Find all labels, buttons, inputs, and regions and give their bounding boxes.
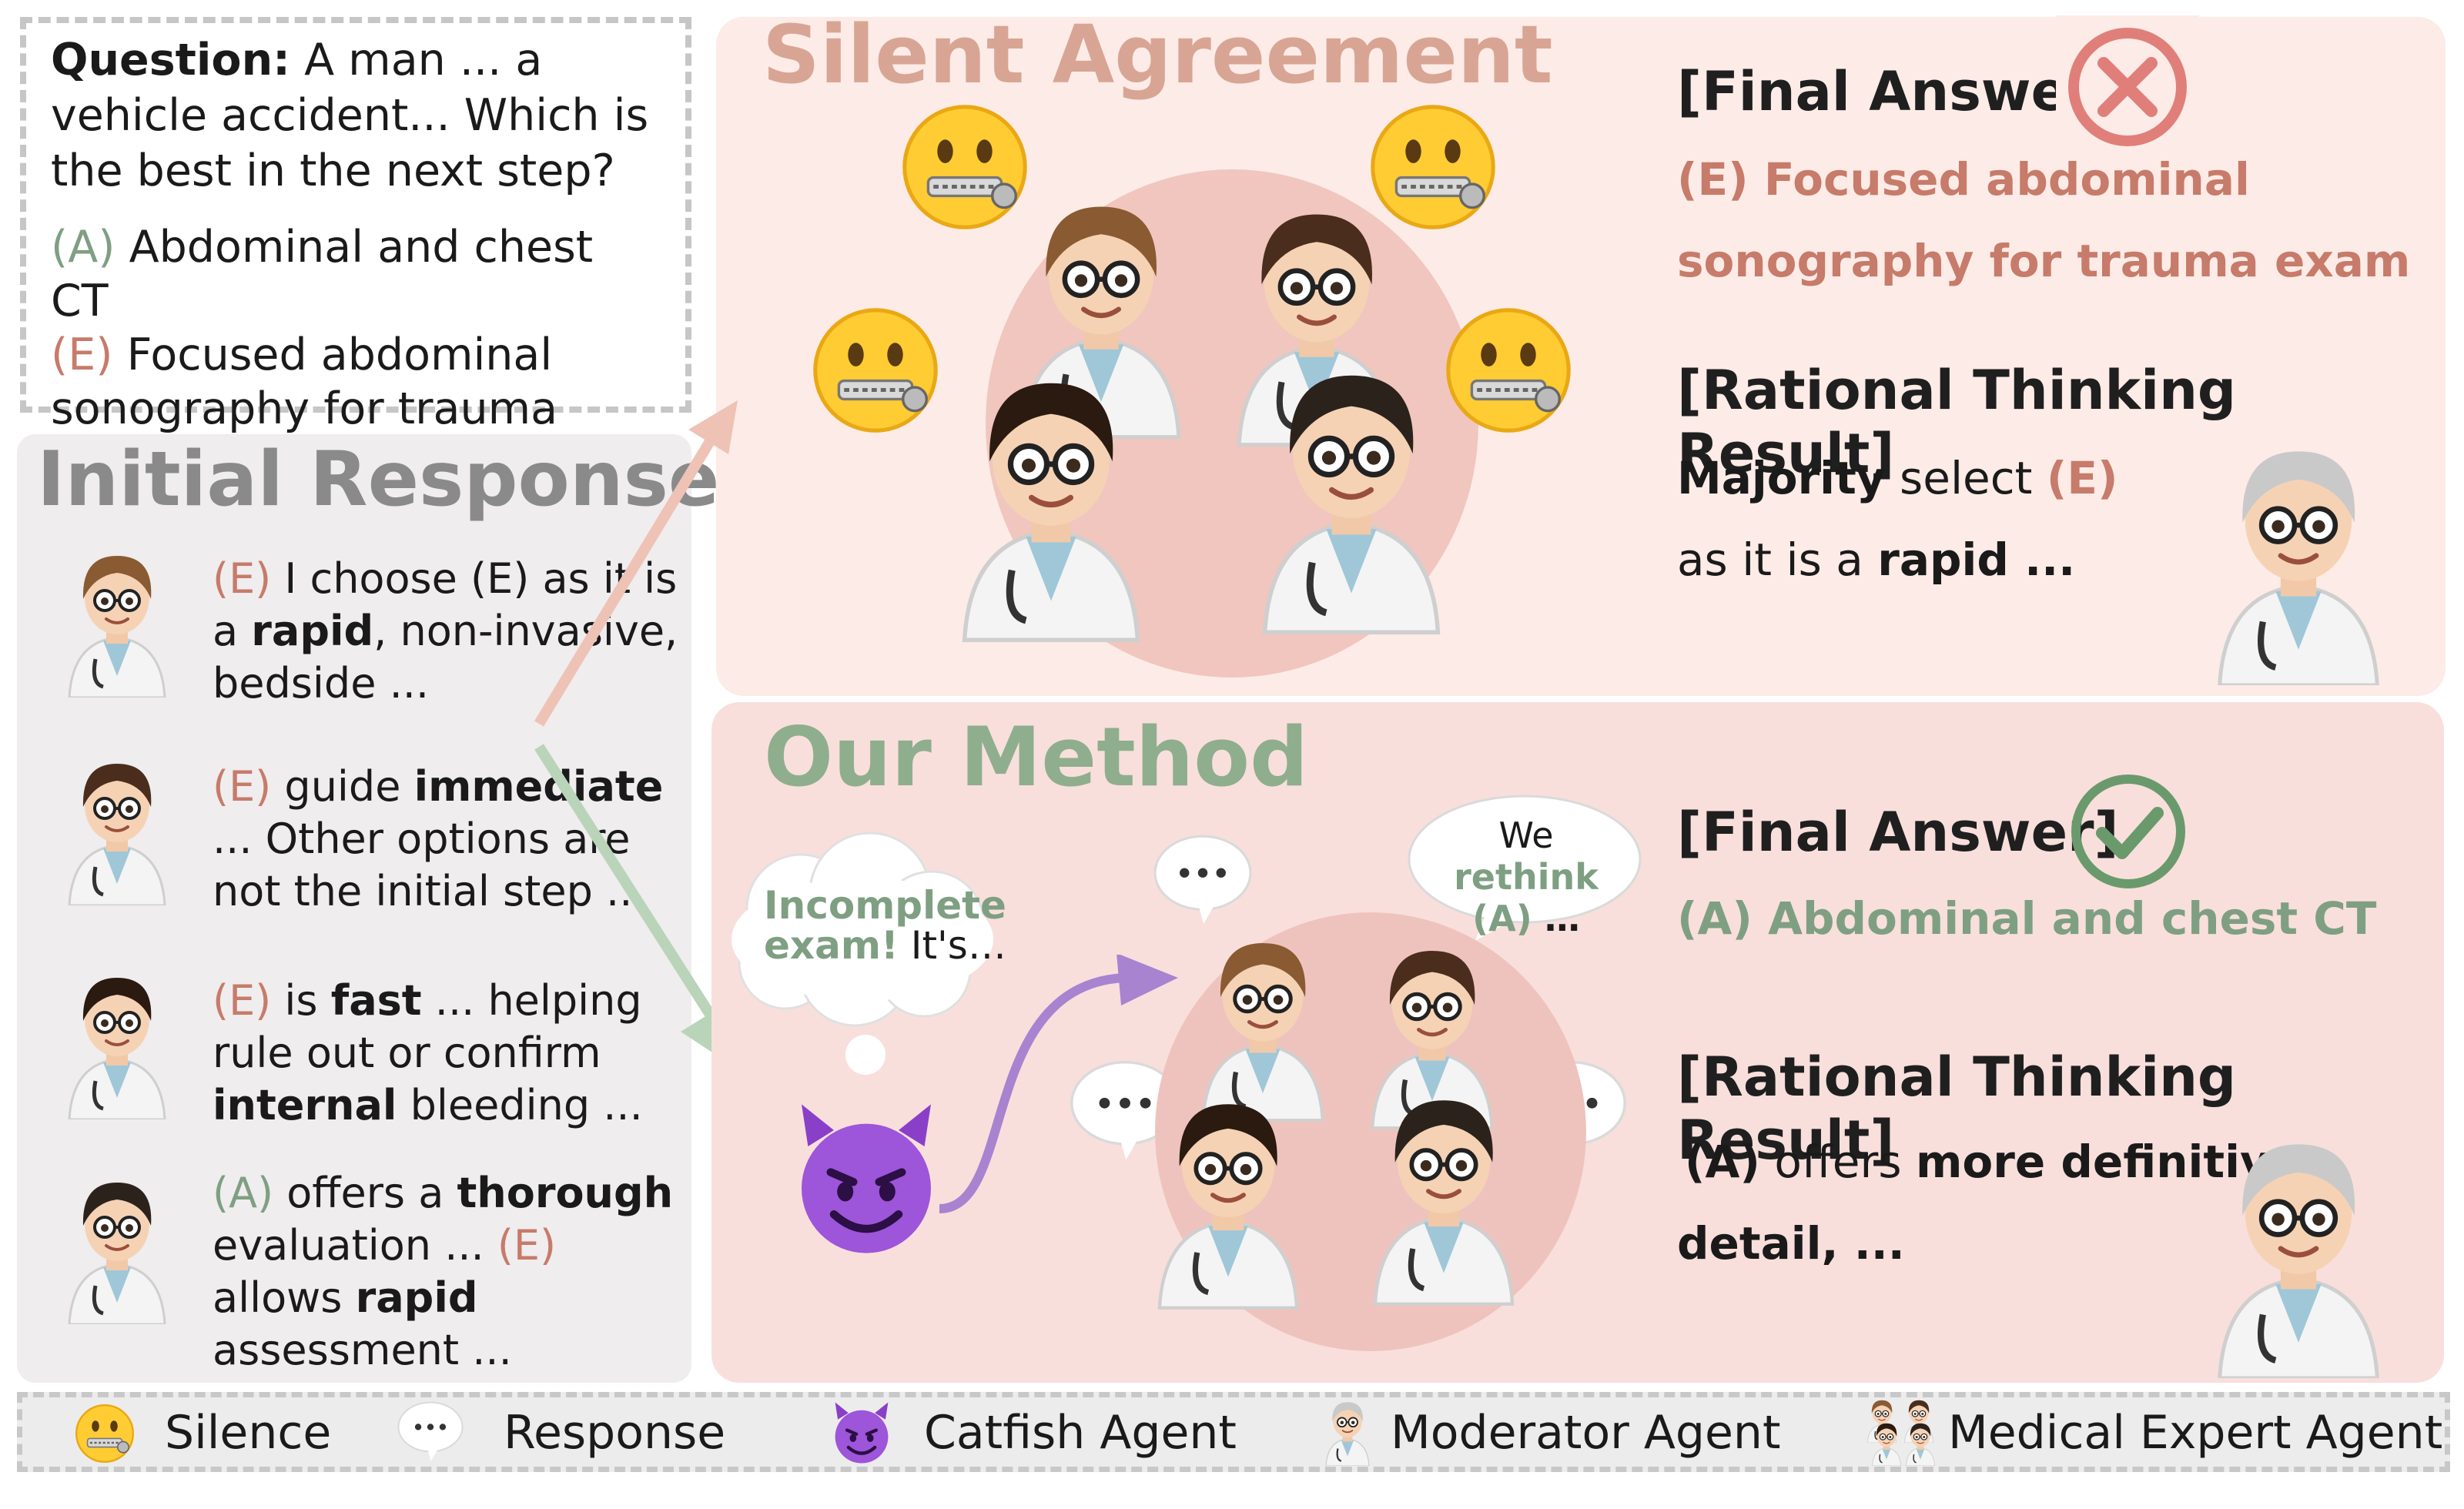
ours-final-answer-text: (A) Abdominal and chest CT xyxy=(1677,892,2377,945)
doctor-curly-avatar xyxy=(55,965,179,1119)
catfish-arrow xyxy=(939,955,1178,1213)
silence-emoji-1 xyxy=(899,102,1030,233)
thought-cloud xyxy=(732,831,993,1075)
moderator-doctor-icon xyxy=(1324,1401,1371,1466)
medical-team-icon xyxy=(1866,1400,1936,1466)
doctor-female-avatar xyxy=(55,544,179,698)
zipper-mouth-face-icon xyxy=(74,1403,136,1464)
rethink-speech-bubble xyxy=(1408,795,1642,941)
legend-moderator: Moderator Agent xyxy=(1391,1406,1781,1460)
legend-catfish: Catfish Agent xyxy=(924,1406,1237,1460)
question-text: Question: A man ... a vehicle accident..… xyxy=(51,35,649,196)
silence-emoji-2 xyxy=(1368,102,1498,233)
silence-emoji-3 xyxy=(810,305,941,436)
legend-response: Response xyxy=(504,1406,726,1460)
ours-final-answer-heading: [Final Answer] xyxy=(1677,801,2119,864)
initial-response-title: Initial Response xyxy=(37,436,720,524)
legend-expert: Medical Expert Agent xyxy=(1948,1406,2443,1460)
legend-silence: Silence xyxy=(165,1406,332,1460)
response-3: (E) is fast ... helping rule out or conf… xyxy=(213,976,643,1129)
our-expert-group xyxy=(1155,912,1586,1351)
ours-rational-line2: detail, ... xyxy=(1677,1217,1905,1270)
cross-circle-icon xyxy=(2056,15,2199,159)
silent-agreement-title: Silent Agreement xyxy=(762,8,1553,102)
response-1: (E) I choose (E) as it is a rapid, non-i… xyxy=(213,554,678,708)
silent-final-answer-line2: sonography for trauma exam xyxy=(1677,235,2411,287)
option-a: (A) Abdominal and chest CT xyxy=(51,222,594,326)
moderator-avatar-2 xyxy=(2187,1124,2410,1378)
silent-final-answer-line1: (E) Focused abdominal xyxy=(1677,153,2250,206)
silent-final-answer-heading: [Final Answer] xyxy=(1677,60,2119,123)
question-box: Question: A man ... a vehicle accident..… xyxy=(20,17,691,488)
silent-expert-group xyxy=(909,169,1478,678)
check-circle-icon xyxy=(2071,775,2185,888)
thought-text: Incomplete exam! It's… xyxy=(764,883,1006,968)
response-4: (A) offers a thorough evaluation ... (E)… xyxy=(213,1169,674,1374)
silent-rational-heading: [Rational Thinking Result] xyxy=(1677,359,2237,485)
smiling-devil-icon xyxy=(829,1400,895,1466)
silent-rational-line2: as it is a rapid ... xyxy=(1677,534,2076,586)
catfish-agent-devil-icon xyxy=(785,1098,947,1260)
silent-rational-line1: Majority select (E) xyxy=(1677,452,2118,504)
silence-emoji-4 xyxy=(1443,305,1574,436)
rethink-text: We rethink (A) … xyxy=(1454,815,1599,939)
ours-rational-heading: [Rational Thinking Result] xyxy=(1677,1046,2237,1172)
our-method-title: Our Method xyxy=(764,710,1308,805)
moderator-avatar-1 xyxy=(2187,431,2410,685)
doctor-girl-avatar xyxy=(55,1170,179,1324)
doctor-male-avatar xyxy=(55,751,179,905)
ours-rational-line1: (A) offers more definitive xyxy=(1685,1136,2300,1188)
response-2: (E) guide immediate ... Other options ar… xyxy=(213,762,664,915)
speech-bubble-icon xyxy=(396,1398,465,1464)
